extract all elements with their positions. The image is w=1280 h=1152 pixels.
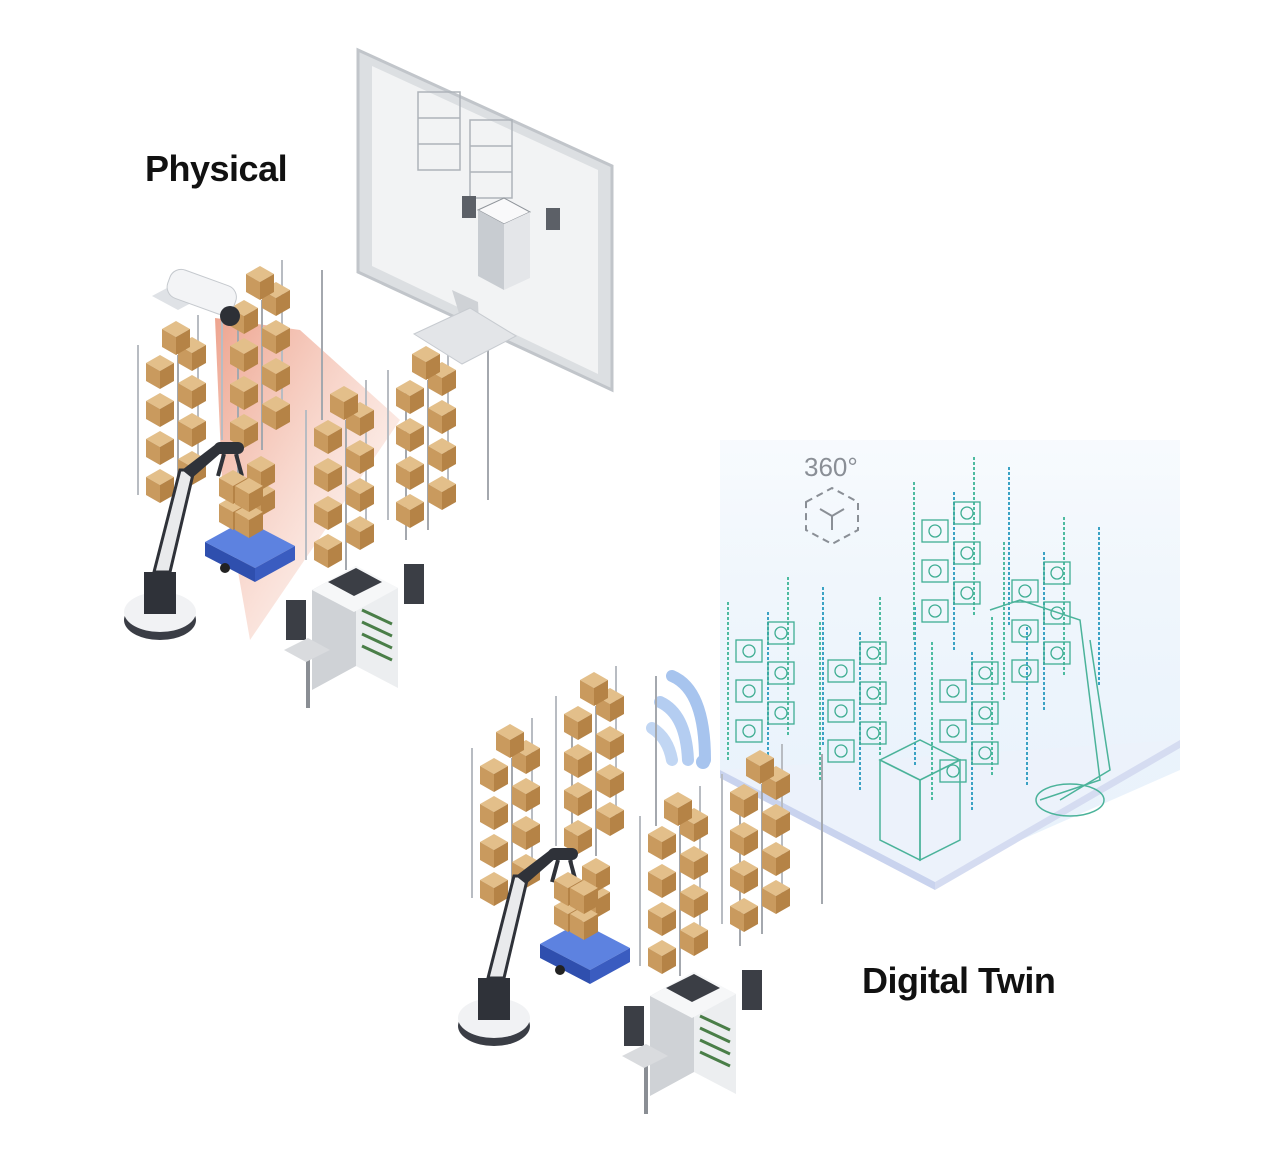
digital-twin-panel xyxy=(720,440,1180,890)
physical-label: Physical xyxy=(145,148,288,189)
control-cabinet-icon xyxy=(878,739,962,862)
storage-shelf-icon xyxy=(388,340,488,530)
wireless-signal-icon xyxy=(646,670,711,769)
rotate-3d-cube-icon xyxy=(805,486,859,546)
control-cabinet-icon xyxy=(620,968,764,1116)
monitor-icon xyxy=(356,47,614,393)
control-cabinet-icon xyxy=(282,562,426,710)
physical-scene xyxy=(122,260,488,710)
robot-arm-icon xyxy=(989,599,1111,817)
digital-twin-label: Digital Twin xyxy=(862,960,1056,1001)
rotation-label: 360° xyxy=(804,452,858,482)
security-camera-icon xyxy=(152,268,240,326)
